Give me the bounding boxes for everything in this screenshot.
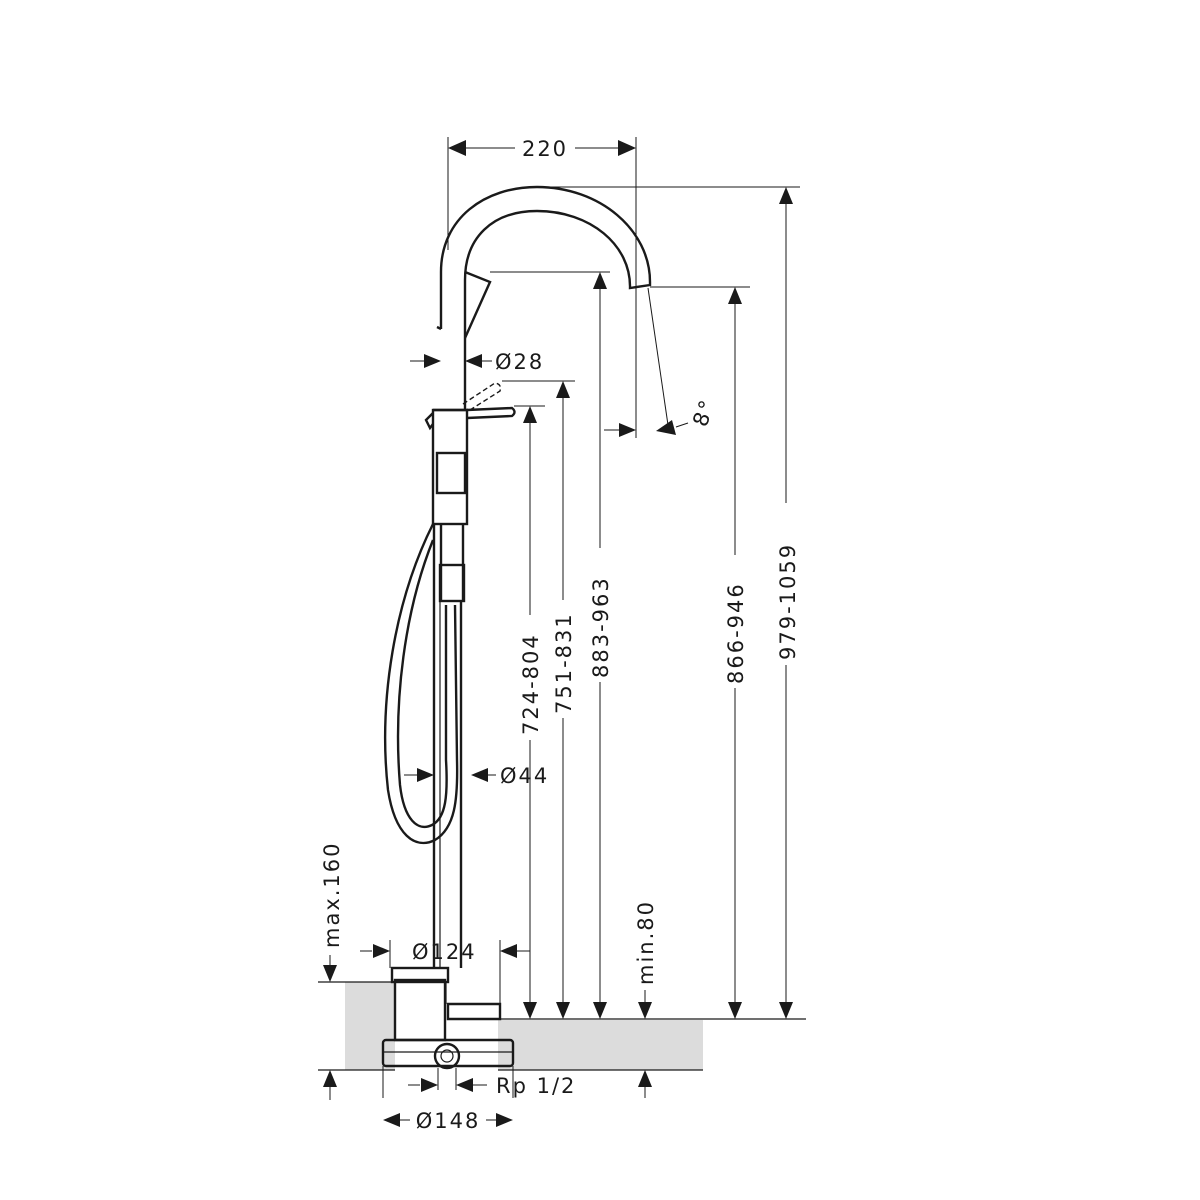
dim-label-max160: max.160 bbox=[320, 841, 344, 948]
dim-label-979: 979-1059 bbox=[776, 543, 800, 660]
dim-outlet-height: 866-946 bbox=[650, 286, 750, 1019]
dim-label-d28: Ø28 bbox=[495, 350, 544, 374]
dim-lever-raised-height: 751-831 bbox=[502, 380, 576, 1019]
dim-box-diameter: Ø148 bbox=[383, 1109, 513, 1133]
floor-section bbox=[318, 981, 806, 1071]
lever-handle bbox=[424, 382, 516, 431]
spout bbox=[436, 185, 652, 410]
dim-spout-reach: 220 bbox=[447, 137, 637, 290]
dim-floor-depth-max: max.160 bbox=[320, 841, 344, 1100]
dim-rosette-diameter: Ø124 bbox=[360, 940, 530, 1004]
column bbox=[431, 408, 469, 968]
dim-label-d124: Ø124 bbox=[412, 940, 477, 964]
dim-label-751: 751-831 bbox=[552, 612, 576, 714]
dim-pipe-diameter: Ø28 bbox=[410, 350, 544, 374]
dim-label-866: 866-946 bbox=[724, 582, 748, 684]
dim-label-883: 883-963 bbox=[589, 576, 613, 678]
dim-spout-inner-height: 883-963 bbox=[490, 271, 613, 1019]
dim-label-724: 724-804 bbox=[519, 633, 543, 735]
dim-label-8deg: 8° bbox=[688, 395, 720, 429]
dim-angle: 8° bbox=[604, 287, 720, 438]
dim-lever-height: 724-804 bbox=[514, 405, 545, 1019]
dim-label-d44: Ø44 bbox=[500, 764, 549, 788]
installation-box bbox=[381, 978, 515, 1098]
dim-connection: Rp 1/2 bbox=[408, 1068, 576, 1098]
dim-floor-depth-min: min.80 bbox=[634, 900, 658, 1098]
dim-total-height: 979-1059 bbox=[540, 186, 800, 1019]
dim-base-diameter: Ø44 bbox=[404, 764, 549, 788]
dim-label-d148: Ø148 bbox=[416, 1109, 481, 1133]
dim-label-rp: Rp 1/2 bbox=[496, 1074, 576, 1098]
dim-label-min80: min.80 bbox=[634, 900, 658, 985]
rosette bbox=[390, 966, 502, 1021]
dim-label-220: 220 bbox=[522, 137, 568, 161]
hand-shower-hose bbox=[383, 523, 459, 845]
